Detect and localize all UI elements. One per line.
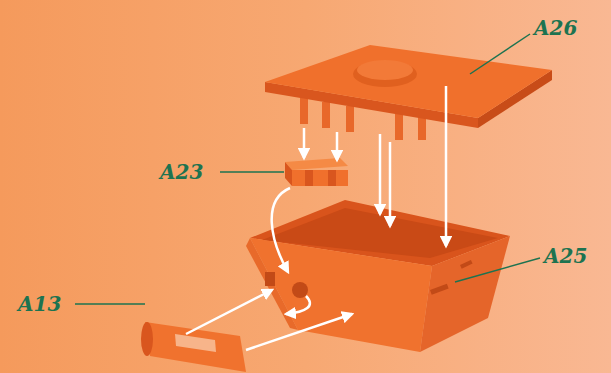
lid-part xyxy=(265,45,552,140)
box-part xyxy=(246,200,510,352)
assembly-arrows xyxy=(186,86,446,350)
part-name: A23 xyxy=(160,162,203,182)
leader-lines xyxy=(75,34,540,304)
part-name: A13 xyxy=(18,294,61,314)
part-name: A26 xyxy=(534,18,577,38)
clip-part xyxy=(285,158,348,186)
part-name: A25 xyxy=(544,246,587,266)
